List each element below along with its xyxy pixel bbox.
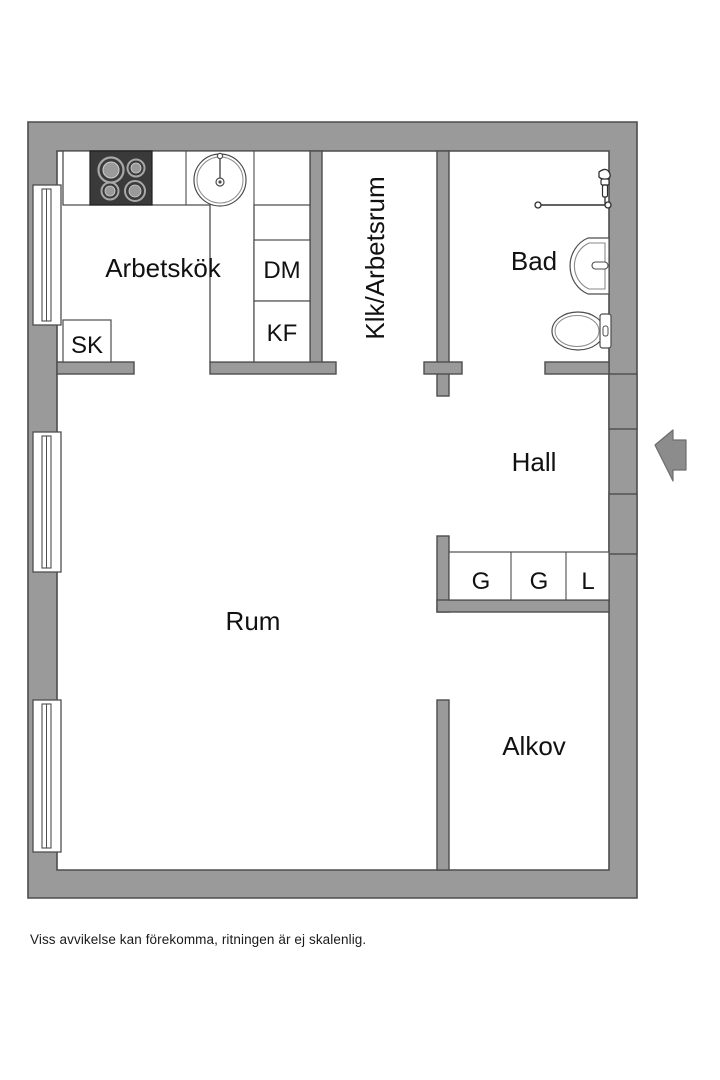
fixture-label-sk: SK — [71, 332, 103, 359]
wall-kitchen-klk — [309, 150, 323, 369]
wall-bad-bottom — [544, 361, 610, 375]
wall-klk-bad — [436, 150, 450, 397]
room-label-bad: Bad — [511, 246, 557, 276]
window-2 — [32, 431, 62, 573]
wall-closet-bottom — [436, 599, 610, 613]
kf-box — [253, 300, 311, 363]
outer-wall — [27, 121, 638, 899]
room-label-hall: Hall — [512, 447, 557, 477]
wall-klk-cross-stub — [423, 361, 463, 375]
entrance-door-arrow[interactable] — [654, 429, 687, 482]
wall-structure — [27, 121, 638, 899]
windows-group — [32, 184, 62, 853]
bathroom-group — [534, 168, 612, 351]
fixture-label-closet-g-1: G — [472, 568, 491, 595]
wall-kitchen-sill — [209, 361, 337, 375]
room-label-alkov: Alkov — [502, 731, 566, 761]
wall-entrance-upper — [608, 373, 638, 430]
room-labels: Arbetskök Klk/Arbetsrum Bad Hall Rum Alk… — [105, 176, 566, 761]
bathroom-basin — [569, 237, 610, 295]
sk-box — [62, 319, 112, 363]
stove-cooktop — [89, 150, 153, 206]
shower-mixer — [598, 168, 611, 204]
toilet — [551, 311, 612, 351]
kitchen-sink — [193, 152, 247, 207]
shower-curtain-rail — [534, 201, 612, 209]
wall-sk-sill — [56, 361, 135, 375]
kitchen-group — [62, 150, 311, 363]
wall-alkov-divider — [436, 699, 450, 871]
fixture-labels: SK DM KF G G L — [71, 257, 595, 595]
dm-box — [253, 239, 311, 302]
fixture-label-closet-l: L — [581, 568, 594, 595]
fixture-label-closet-g-2: G — [530, 568, 549, 595]
window-1 — [32, 184, 62, 326]
wall-entrance-lower — [608, 493, 638, 555]
fixture-label-dm: DM — [263, 257, 300, 284]
room-label-rum: Rum — [226, 606, 281, 636]
fixture-label-kf: KF — [267, 320, 298, 347]
room-label-arbetskok: Arbetskök — [105, 253, 222, 283]
disclaimer-caption: Viss avvikelse kan förekomma, ritningen … — [30, 932, 367, 947]
window-3 — [32, 699, 62, 853]
closet-bank — [448, 551, 610, 601]
room-label-klk-arbetsrum: Klk/Arbetsrum — [360, 176, 390, 339]
